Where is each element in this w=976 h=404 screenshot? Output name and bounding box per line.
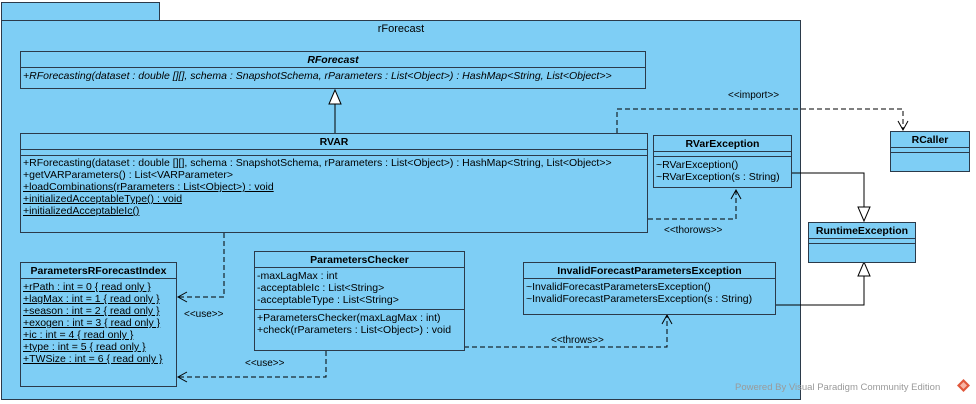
method: +initializedAcceptableType() : void (23, 193, 183, 205)
use-label-checker: <<use>> (245, 358, 285, 369)
class-rforecast[interactable]: RForecast +RForecasting(dataset : double… (20, 51, 646, 89)
attribute: +exogen : int = 3 { read only } (23, 317, 161, 329)
throws-dependency-checker (464, 315, 668, 348)
throws-label-checker: <<throws>> (551, 335, 604, 346)
method: ~RVarException(s : String) (656, 171, 780, 183)
class-rvarexception[interactable]: RVarException ~RVarException() ~RVarExce… (653, 135, 792, 188)
class-name: ParametersRForecastIndex (21, 263, 176, 279)
use-dependency-index (178, 233, 225, 298)
use-arrowhead-checker (176, 371, 188, 383)
method: +initializedAcceptableIc() (23, 205, 140, 217)
throws-arrowhead-rvar (730, 188, 742, 200)
class-name: RVarException (654, 136, 791, 152)
package-name: rForecast (377, 23, 425, 35)
class-parametersrforecastindex[interactable]: ParametersRForecastIndex +rPath : int = … (20, 262, 177, 387)
class-rvar[interactable]: RVAR +RForecasting(dataset : double [][]… (20, 133, 648, 233)
use-arrowhead-index (176, 291, 188, 303)
class-parameterschecker[interactable]: ParametersChecker -maxLagMax : int -acce… (254, 251, 465, 351)
attribute: -acceptableType : List<String> (257, 294, 399, 306)
throws-arrowhead-checker (661, 313, 673, 325)
method: ~InvalidForecastParametersException() (526, 281, 711, 293)
class-rcaller[interactable]: RCaller (890, 131, 970, 172)
use-label-index: <<use>> (184, 309, 224, 320)
powered-by-text: Powered By Visual Paradigm Community Edi… (735, 382, 941, 393)
method: +ParametersChecker(maxLagMax : int) (257, 312, 441, 324)
method: +check(rParameters : List<Object>) : voi… (257, 324, 452, 336)
attribute: -maxLagMax : int (257, 270, 338, 282)
import-arrowhead (897, 120, 909, 132)
class-invalidforecastparametersexception[interactable]: InvalidForecastParametersException ~Inva… (523, 262, 776, 315)
method: +getVARParameters() : List<VARParameter> (23, 169, 233, 181)
import-label: <<import>> (728, 90, 780, 101)
method: +RForecasting(dataset : double [][], sch… (23, 157, 612, 169)
method: ~RVarException() (656, 159, 739, 171)
method: +loadCombinations(rParameters : List<Obj… (23, 181, 274, 193)
throws-dependency-rvar (648, 190, 737, 220)
visual-paradigm-logo-icon (957, 379, 970, 392)
import-dependency (616, 108, 904, 133)
thorows-label: <<thorows>> (664, 225, 723, 236)
class-name: ParametersChecker (255, 252, 464, 268)
attribute: +ic : int = 4 { read only } (23, 329, 134, 341)
method: ~InvalidForecastParametersException(s : … (526, 293, 753, 305)
class-name: RVAR (21, 134, 647, 150)
class-name: RForecast (21, 52, 645, 68)
use-dependency-checker (178, 351, 327, 378)
generalization-rvarexception-runtime (792, 172, 865, 207)
class-name: InvalidForecastParametersException (524, 263, 775, 279)
method: +RForecasting(dataset : double [][], sch… (23, 70, 612, 82)
class-runtimeexception[interactable]: RuntimeException (808, 222, 916, 263)
attribute: +type : int = 5 { read only } (23, 341, 146, 353)
generalization-arrowhead (328, 88, 342, 105)
generalization-invalid-runtime (776, 276, 865, 306)
attribute: +lagMax : int = 1 { read only } (23, 293, 160, 305)
attribute: +season : int = 2 { read only } (23, 305, 160, 317)
class-name: RuntimeException (809, 223, 915, 239)
attribute: +TWSize : int = 6 { read only } (23, 353, 163, 365)
attribute: +rPath : int = 0 { read only } (23, 281, 151, 293)
attribute: -acceptableIc : List<String> (257, 282, 385, 294)
class-name: RCaller (891, 132, 969, 148)
